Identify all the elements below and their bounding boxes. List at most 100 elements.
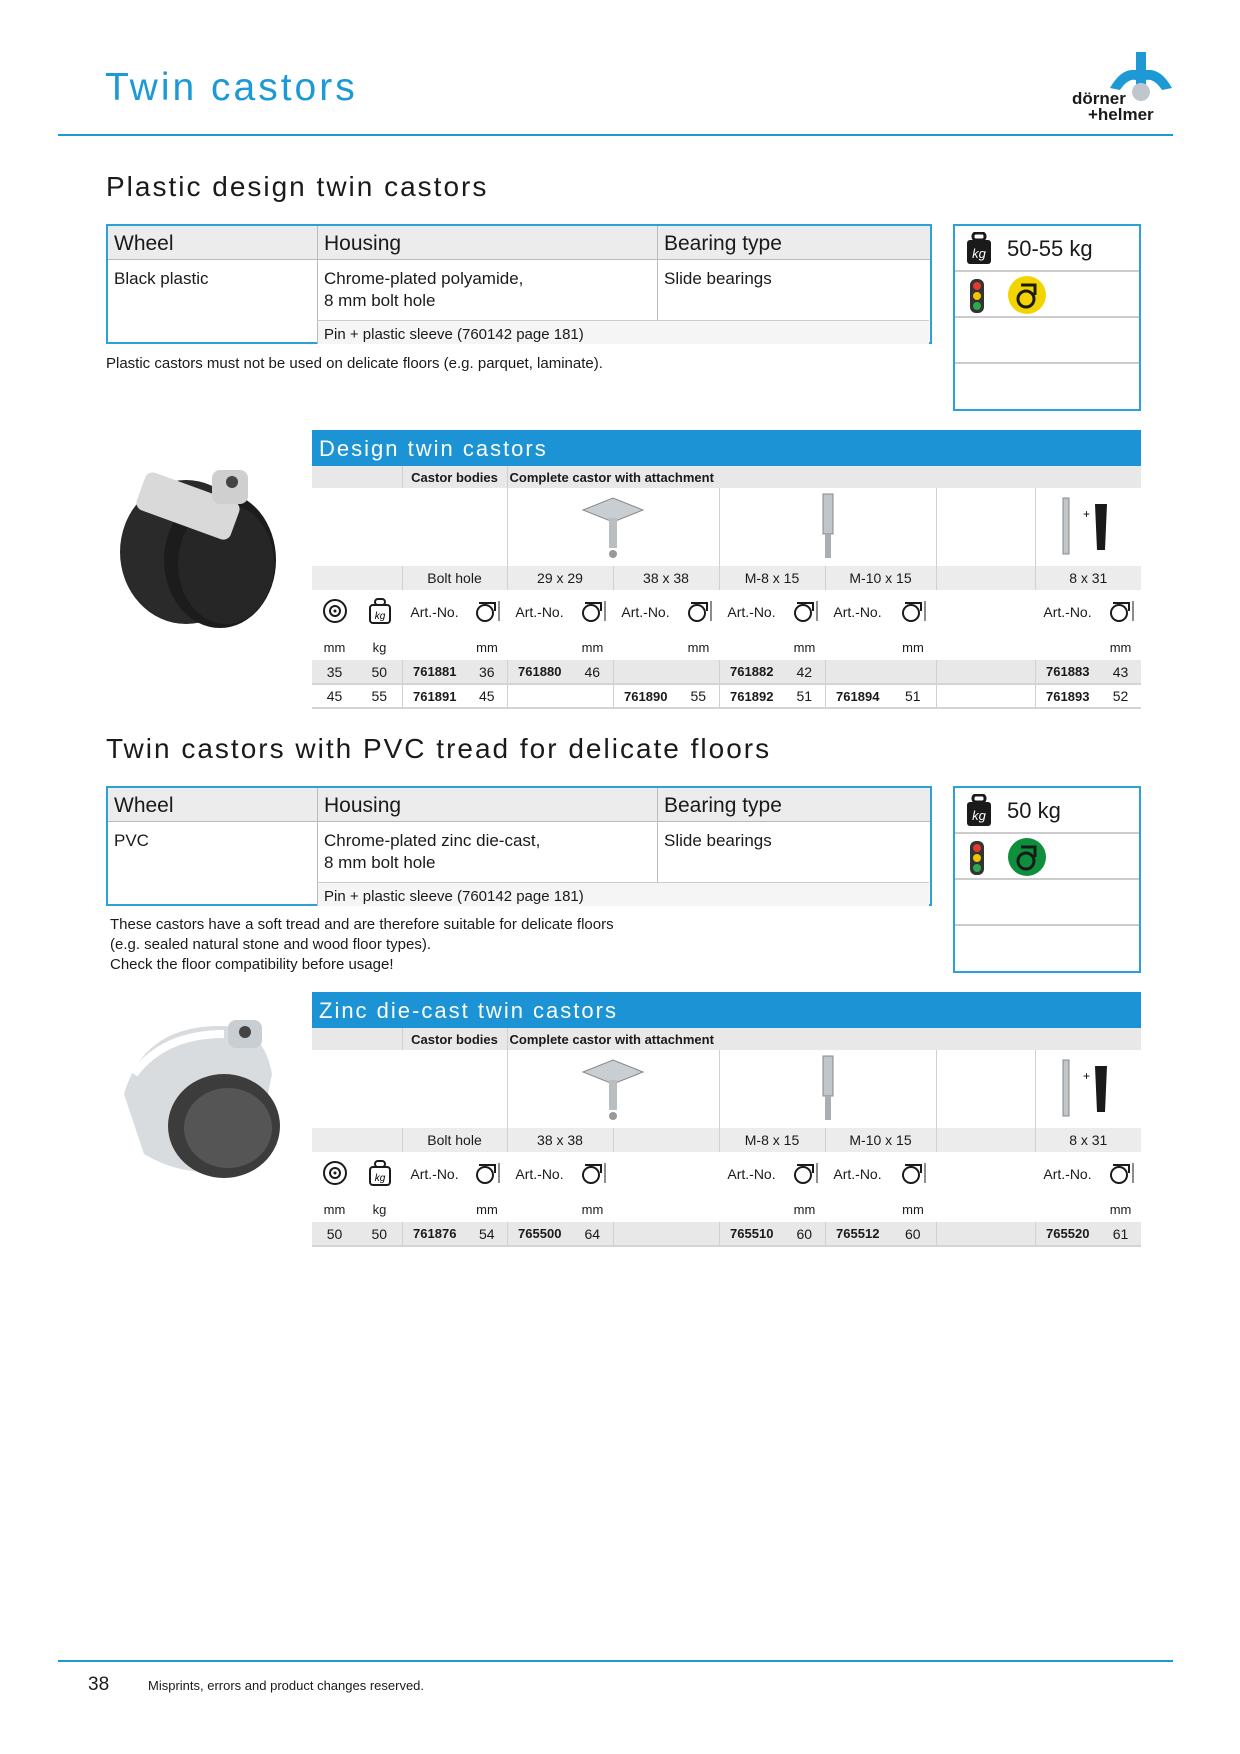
size-8x31: 8 x 31 <box>1034 566 1142 590</box>
spec-header-bearing: Bearing type <box>664 232 782 255</box>
art-no-label: Art.-No. <box>1043 1166 1092 1182</box>
spec-header-bearing: Bearing type <box>664 794 782 817</box>
unit-mm: mm <box>581 639 604 655</box>
unit-mm: mm <box>793 1201 816 1217</box>
unit-mm: mm <box>902 639 924 655</box>
mounting-height-icon <box>572 1152 613 1196</box>
mounting-height-icon <box>784 590 825 634</box>
art-no-label: Art.-No. <box>833 1166 882 1182</box>
floor-suitability-green-icon <box>1008 838 1046 876</box>
unit-mm: mm <box>323 639 346 655</box>
svg-text:+: + <box>1083 507 1090 521</box>
art-no-label: Art.-No. <box>410 604 459 620</box>
svg-text:kg: kg <box>972 246 987 261</box>
unit-mm: mm <box>1109 1201 1132 1217</box>
unit-mm: mm <box>323 1201 346 1217</box>
threaded-stem-icon <box>718 488 936 566</box>
plate-attachment-icon <box>506 1050 719 1128</box>
brand-logo: dörner +helmer <box>1066 48 1186 124</box>
footer-note: Misprints, errors and product changes re… <box>148 1678 425 1693</box>
spec-header-housing: Housing <box>318 788 658 821</box>
spec-header-housing: Housing <box>318 226 658 259</box>
brand-line2: +helmer <box>1088 105 1154 124</box>
mounting-height-icon <box>1100 1152 1141 1196</box>
zinc-twin-castors-table: Castor bodies Complete castor with attac… <box>312 1028 1142 1247</box>
wheel-diameter-icon <box>312 1152 357 1196</box>
page-number: 38 <box>88 1674 110 1695</box>
section1-note: Plastic castors must not be used on deli… <box>106 355 603 372</box>
traffic-light-icon <box>970 841 984 875</box>
svg-text:kg: kg <box>972 808 987 823</box>
svg-text:+: + <box>1083 1069 1090 1083</box>
mounting-height-icon <box>784 1152 825 1196</box>
section2-load-box: kg 50 kg <box>953 786 1141 973</box>
spec-wheel: PVC <box>108 822 318 906</box>
mounting-height-icon <box>678 590 719 634</box>
size-m8x15: M-8 x 15 <box>718 566 825 590</box>
weight-kg-icon: kg <box>967 794 991 826</box>
mounting-height-icon <box>467 1152 507 1196</box>
plate-attachment-icon <box>506 488 719 566</box>
weight-kg-icon: kg <box>967 232 991 264</box>
complete-castor-label: Complete castor with attachment <box>506 466 1142 488</box>
section1-title: Plastic design twin castors <box>106 171 489 202</box>
bolt-hole-label: Bolt hole <box>401 566 507 590</box>
art-no-label: Art.-No. <box>410 1166 459 1182</box>
section2-note: These castors have a soft tread and are … <box>110 916 614 973</box>
mounting-height-icon <box>890 1152 936 1196</box>
size-m10x15: M-10 x 15 <box>824 566 936 590</box>
floor-suitability-yellow-icon <box>1008 276 1046 314</box>
load-capacity-icon: kg <box>357 1152 402 1196</box>
mounting-height-icon <box>890 590 936 634</box>
spec-bearing: Slide bearings <box>664 269 772 288</box>
spec-header-wheel: Wheel <box>108 226 318 259</box>
section1-spec-box: Wheel Housing Bearing type Black plastic… <box>106 224 932 344</box>
threaded-stem-icon <box>718 1050 936 1128</box>
unit-mm: mm <box>476 1201 498 1217</box>
design-twin-castors-table-title: Design twin castors <box>312 430 1141 466</box>
svg-text:kg: kg <box>374 611 385 622</box>
unit-mm: mm <box>902 1201 924 1217</box>
section2-load: 50 kg <box>1007 798 1061 823</box>
size-8x31: 8 x 31 <box>1034 1128 1142 1152</box>
art-no-label: Art.-No. <box>515 1166 564 1182</box>
size-m10x15: M-10 x 15 <box>824 1128 936 1152</box>
size-29x29: 29 x 29 <box>506 566 613 590</box>
design-twin-castors-table: Castor bodies Complete castor with attac… <box>312 466 1142 709</box>
size-m8x15: M-8 x 15 <box>718 1128 825 1152</box>
section1-load: 50-55 kg <box>1007 236 1093 261</box>
zinc-twin-castors-table-title: Zinc die-cast twin castors <box>312 992 1141 1028</box>
complete-castor-label: Complete castor with attachment <box>506 1028 1142 1050</box>
unit-kg: kg <box>372 639 387 655</box>
spec-header-wheel: Wheel <box>108 788 318 821</box>
unit-kg: kg <box>372 1201 387 1217</box>
spec-pin: Pin + plastic sleeve (760142 page 181) <box>318 320 929 344</box>
traffic-light-icon <box>970 279 984 313</box>
load-capacity-icon: kg <box>357 590 402 634</box>
spec-wheel: Black plastic <box>108 260 318 344</box>
brand-logo-icon: dörner +helmer <box>1072 52 1172 124</box>
section2-title: Twin castors with PVC tread for delicate… <box>106 733 772 764</box>
mounting-height-icon <box>467 590 507 634</box>
unit-mm: mm <box>793 639 816 655</box>
art-no-label: Art.-No. <box>515 604 564 620</box>
size-38x38: 38 x 38 <box>506 1128 613 1152</box>
mounting-height-icon <box>1100 590 1141 634</box>
castor-bodies-label: Castor bodies <box>401 1028 507 1050</box>
zinc-twin-castor-image <box>104 1014 284 1184</box>
castor-bodies-label: Castor bodies <box>401 466 507 488</box>
section2-spec-box: Wheel Housing Bearing type PVC Chrome-pl… <box>106 786 932 906</box>
pin-and-sleeve-icon: + <box>1034 1050 1142 1128</box>
page-title: Twin castors <box>105 66 358 109</box>
bolt-hole-label: Bolt hole <box>401 1128 507 1152</box>
spec-housing: Chrome-plated polyamide, 8 mm bolt hole … <box>318 260 929 344</box>
unit-mm: mm <box>1109 639 1132 655</box>
brand-line1: dörner <box>1072 89 1126 108</box>
art-no-label: Art.-No. <box>621 604 670 620</box>
unit-mm: mm <box>581 1201 604 1217</box>
art-no-label: Art.-No. <box>727 1166 776 1182</box>
spec-pin: Pin + plastic sleeve (760142 page 181) <box>318 882 929 906</box>
size-38x38: 38 x 38 <box>612 566 719 590</box>
